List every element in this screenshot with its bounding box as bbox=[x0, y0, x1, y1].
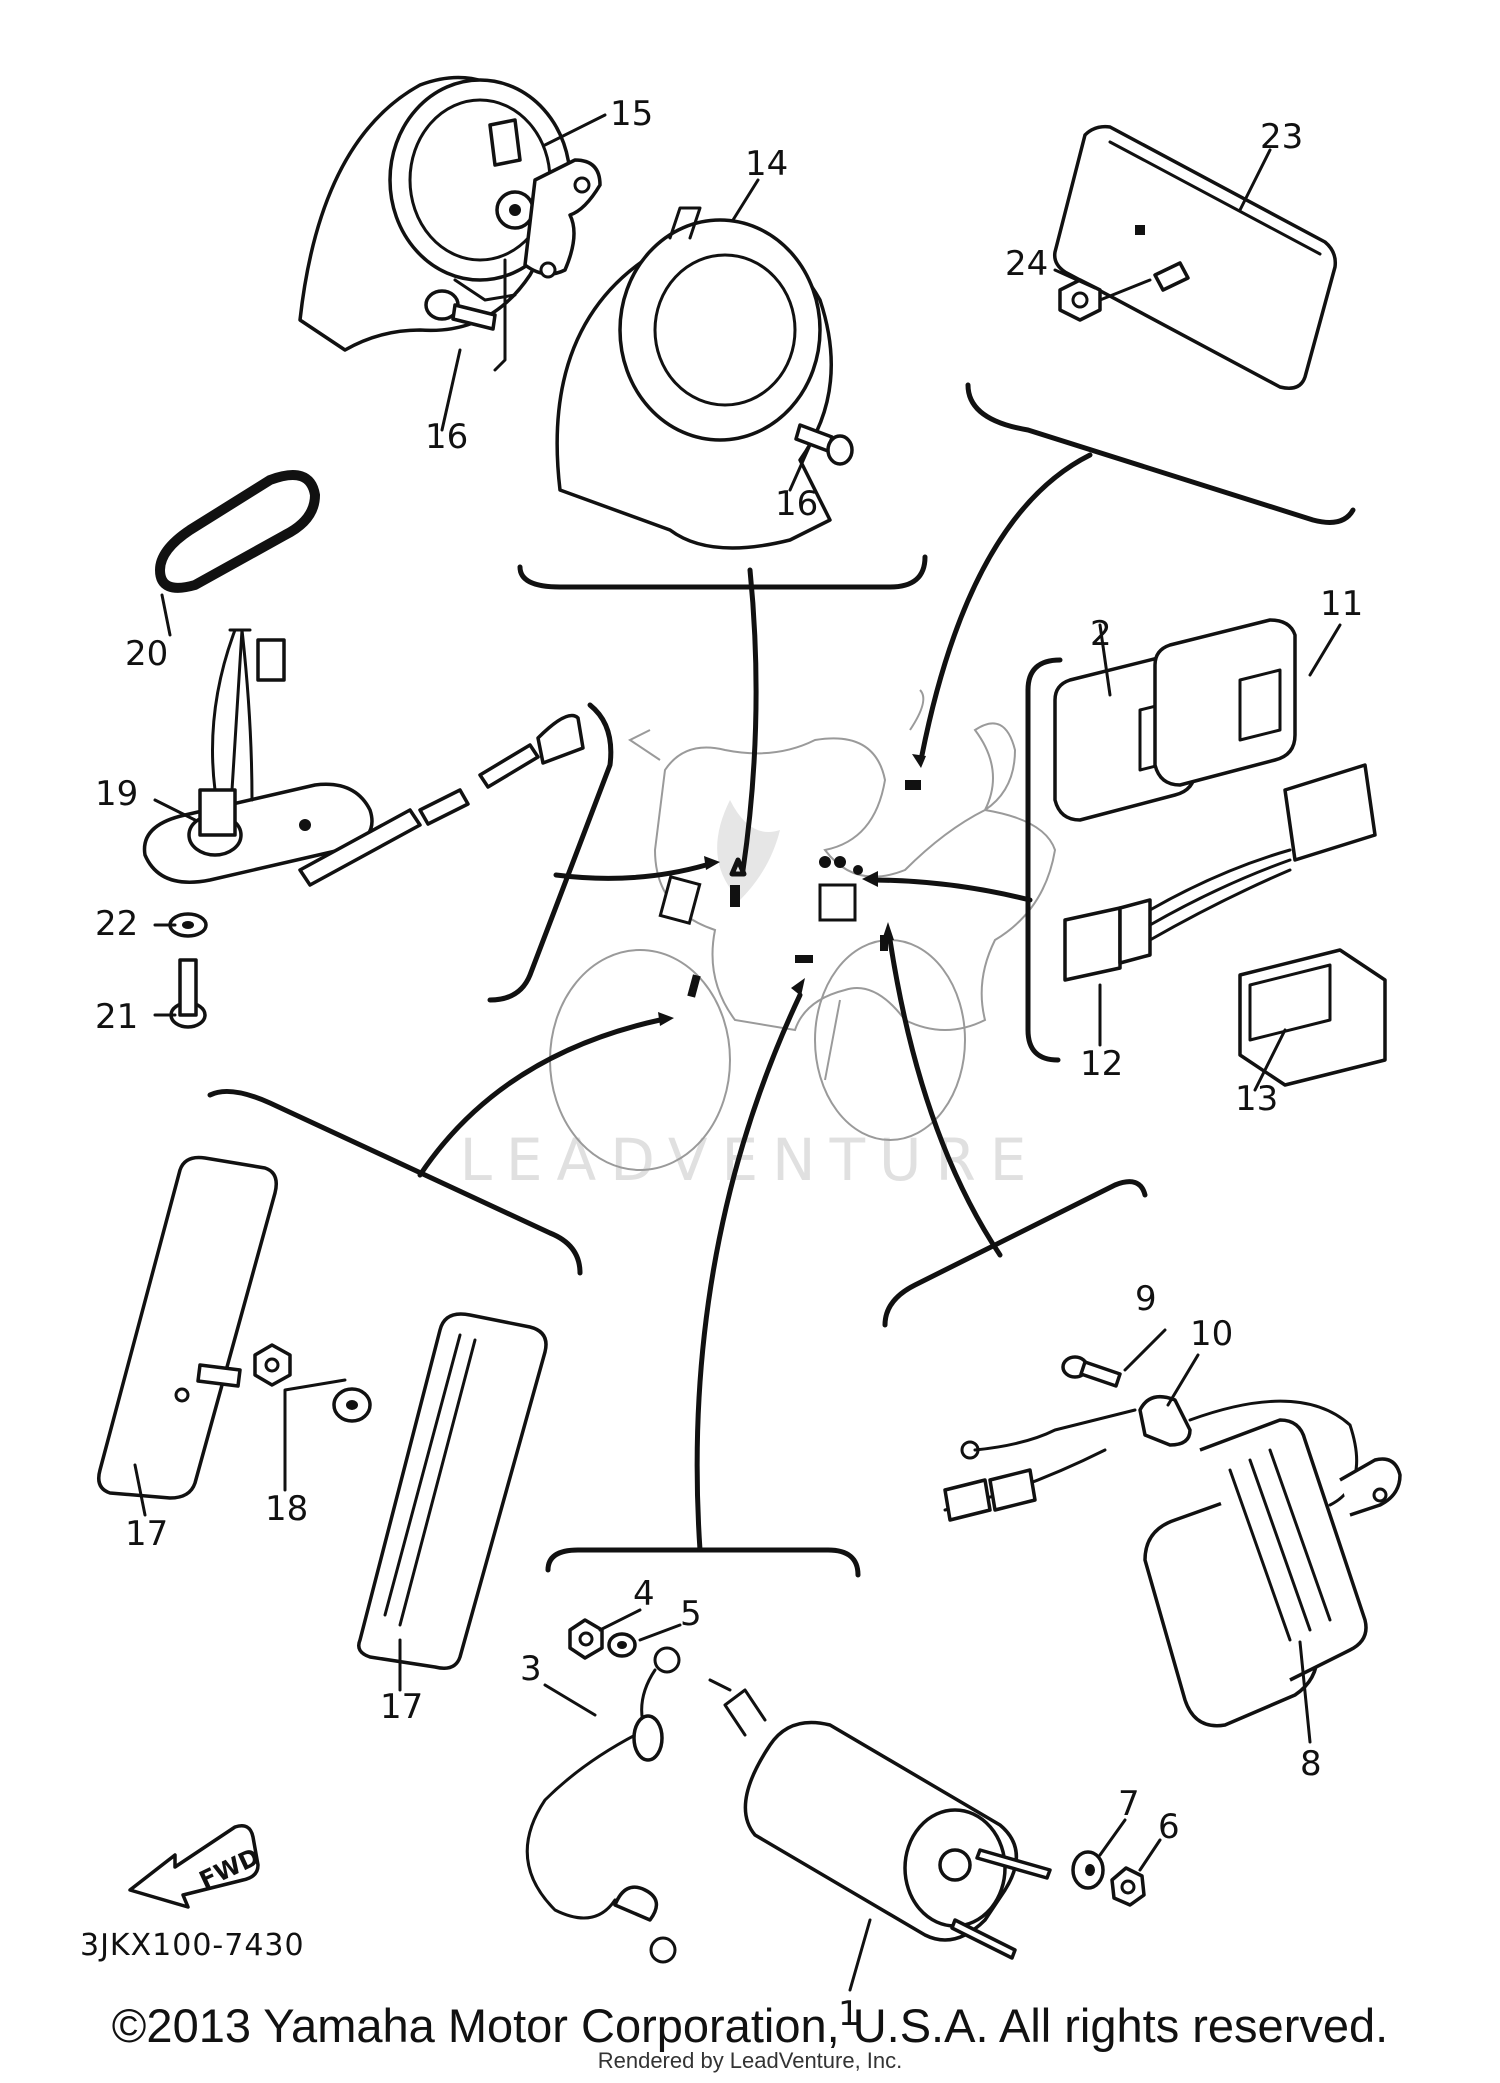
callout-16b: 16 bbox=[775, 484, 818, 524]
washer-5 bbox=[607, 1632, 637, 1658]
watermark-text: LEADVENTURE bbox=[460, 1126, 1041, 1194]
bolt-9 bbox=[1061, 1355, 1122, 1388]
lead-wire-3 bbox=[525, 1646, 681, 1964]
callout-6: 6 bbox=[1158, 1807, 1180, 1847]
horn-15 bbox=[298, 75, 602, 352]
washer-22 bbox=[168, 912, 208, 938]
fuel-sender-19 bbox=[142, 628, 585, 887]
copyright-text: ©2013 Yamaha Motor Corporation, U.S.A. A… bbox=[111, 1999, 1389, 2052]
callout-17b: 17 bbox=[380, 1687, 423, 1727]
bolt-16a bbox=[424, 258, 507, 372]
diagram-code: 3JKX100-7430 bbox=[80, 1928, 305, 1963]
rendered-by-text: Rendered by LeadVenture, Inc. bbox=[597, 2048, 903, 2073]
callout-3: 3 bbox=[520, 1649, 542, 1689]
callout-21: 21 bbox=[95, 997, 138, 1037]
nut-24 bbox=[1058, 278, 1152, 322]
motorcycle-silhouette bbox=[549, 689, 1057, 1171]
relay-11 bbox=[1153, 618, 1297, 787]
callout-11: 11 bbox=[1320, 584, 1363, 624]
rectifier-8 bbox=[1143, 1418, 1402, 1728]
callout-9: 9 bbox=[1135, 1279, 1157, 1319]
callout-23: 23 bbox=[1260, 117, 1303, 157]
connector-13 bbox=[1238, 948, 1387, 1087]
nut-18 bbox=[253, 1343, 372, 1423]
starter-relay-1 bbox=[708, 1678, 1052, 1960]
callout-24: 24 bbox=[1005, 244, 1048, 284]
callout-1: 1 bbox=[838, 1994, 860, 2034]
callout-16a: 16 bbox=[425, 417, 468, 457]
callout-leaders bbox=[133, 113, 1342, 1992]
callout-10: 10 bbox=[1190, 1314, 1233, 1354]
watermark: LEADVENTURE bbox=[460, 800, 1041, 1194]
callout-5: 5 bbox=[680, 1594, 702, 1634]
callout-15: 15 bbox=[610, 94, 653, 134]
callout-14: 14 bbox=[745, 144, 788, 184]
callout-22: 22 bbox=[95, 904, 138, 944]
gasket-20 bbox=[154, 470, 321, 593]
leader-lines bbox=[207, 382, 1356, 1578]
nut-4 bbox=[568, 1618, 604, 1660]
reflector-17b bbox=[357, 1312, 548, 1670]
connector-12 bbox=[1063, 763, 1377, 982]
callout-8: 8 bbox=[1300, 1744, 1322, 1784]
callout-18: 18 bbox=[265, 1489, 308, 1529]
callout-2: 2 bbox=[1090, 614, 1112, 654]
callout-7: 7 bbox=[1118, 1784, 1140, 1824]
washer-7 bbox=[1071, 1850, 1105, 1890]
horn-14 bbox=[555, 206, 833, 550]
rectifier-harness bbox=[943, 1399, 1359, 1522]
center-markers bbox=[658, 780, 921, 998]
callout-17a: 17 bbox=[125, 1514, 168, 1554]
fwd-arrow-icon: FWD bbox=[128, 1824, 264, 1909]
nut-6 bbox=[1110, 1866, 1146, 1907]
callout-13: 13 bbox=[1235, 1079, 1278, 1119]
callout-20: 20 bbox=[125, 634, 168, 674]
plate-23 bbox=[1052, 124, 1338, 390]
callout-labels: 15 14 16 16 23 24 20 19 22 21 2 11 12 13… bbox=[95, 94, 1363, 2034]
callout-12: 12 bbox=[1080, 1044, 1123, 1084]
bolt-16b bbox=[794, 423, 854, 466]
reflector-17a bbox=[97, 1155, 278, 1500]
clamp-10 bbox=[1138, 1394, 1192, 1447]
screw-21 bbox=[169, 958, 207, 1029]
callout-4: 4 bbox=[633, 1574, 655, 1614]
callout-19: 19 bbox=[95, 774, 138, 814]
